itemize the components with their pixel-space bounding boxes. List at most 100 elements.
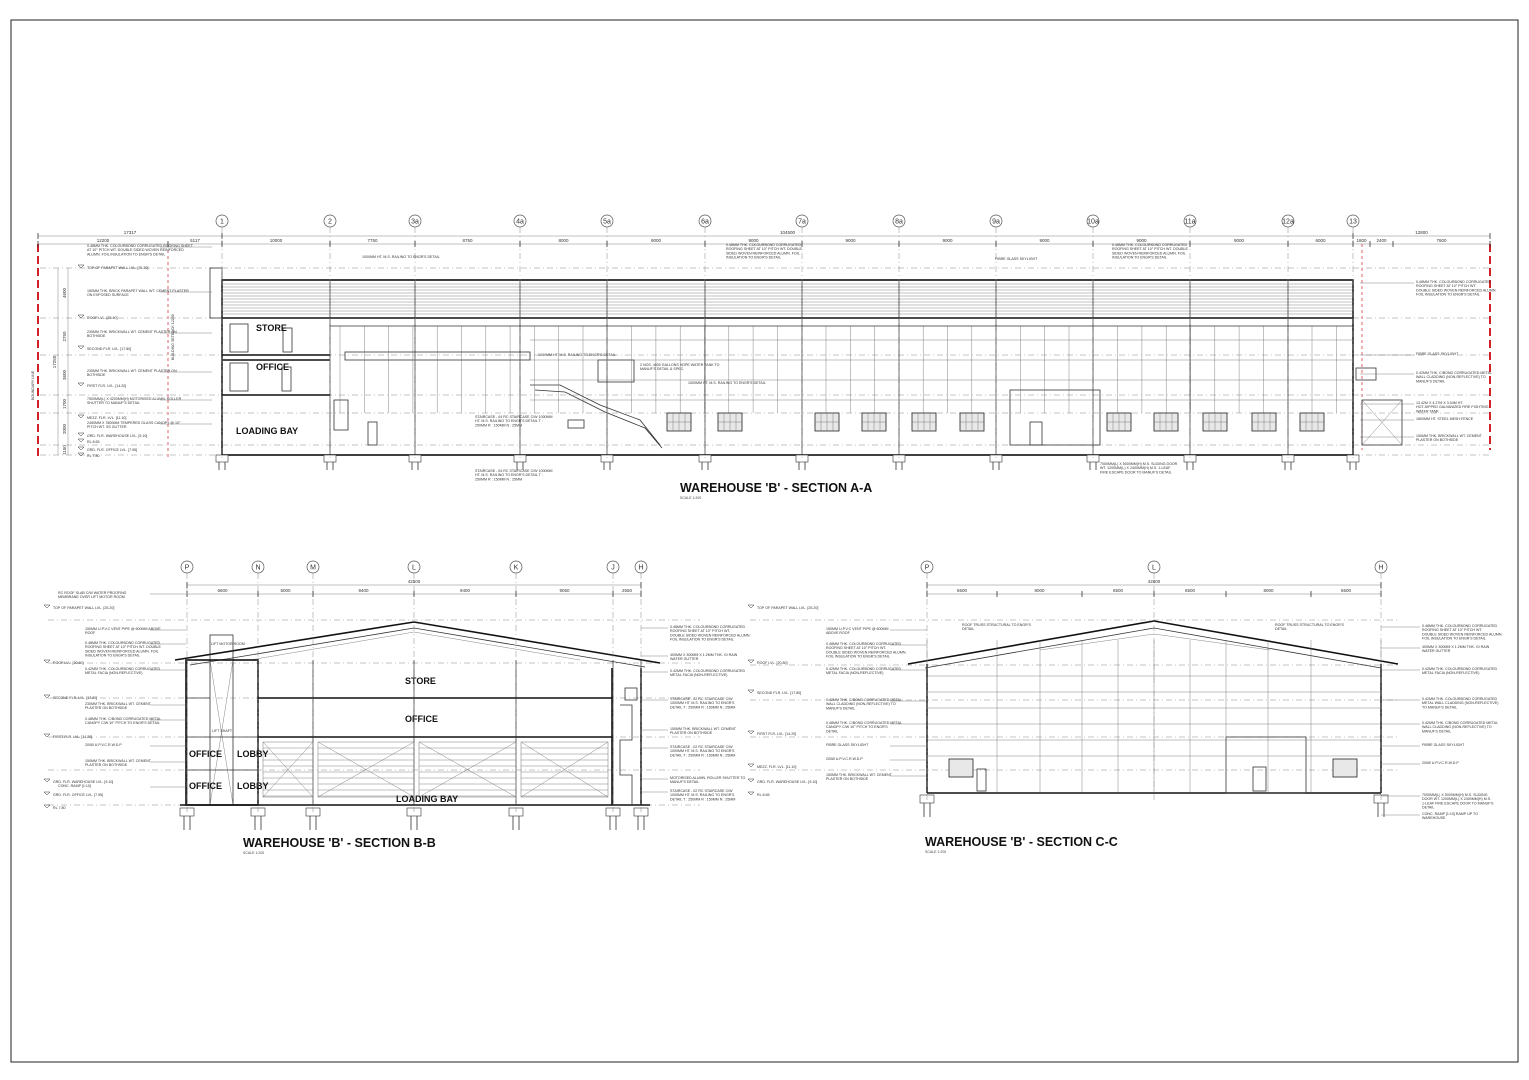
level-label: TOP OF PARAPET WALL LVL. [25.20] <box>87 266 148 270</box>
window-c-left <box>948 758 974 778</box>
dimension-value: 9400 <box>358 588 369 593</box>
grid-label: 6a <box>701 219 709 226</box>
dimension-value: 8750 <box>462 238 473 243</box>
dimension-value: 104500 <box>780 230 796 235</box>
grid-label: H <box>1378 565 1383 572</box>
dimension-value: 6500 <box>957 588 968 593</box>
room-label-store-b: STORE <box>405 676 436 686</box>
level-label: FIRST FLR. LVL. [14.20] <box>53 735 92 739</box>
level-marker <box>77 438 85 443</box>
dimension-value: 1800 <box>1356 238 1367 243</box>
level-label: RL 7.80 <box>87 454 99 458</box>
dimension-value: 42500 <box>408 579 421 584</box>
pile-cap <box>1281 454 1295 463</box>
level-dimension-value: 1150 <box>62 445 67 455</box>
lift-motor-room-label: LIFT MOTOR ROOM <box>211 642 245 646</box>
level-marker <box>43 604 51 609</box>
dimension-value: 7750 <box>367 238 378 243</box>
sheet-border <box>10 19 1519 1063</box>
dimension-value: 8000 <box>1263 588 1274 593</box>
water-tank <box>597 359 635 383</box>
dimension-value: 9400 <box>460 588 471 593</box>
section-a-windows <box>666 412 1325 432</box>
pile-cap <box>513 454 527 463</box>
grid-label: 11a <box>1184 219 1195 226</box>
level-marker <box>77 314 85 319</box>
grid-label: L <box>412 565 416 572</box>
room-label-store: STORE <box>256 323 287 333</box>
level-marker <box>77 264 85 269</box>
pile-cap <box>600 454 614 463</box>
dimension-value: 9000 <box>1136 238 1147 243</box>
level-marker <box>43 659 51 664</box>
annotation-note: 150MM THK. BRICK PARAPET WALL WT. CEMENT… <box>87 289 189 297</box>
pile-cap <box>1086 454 1100 463</box>
grid-label: 8a <box>895 219 903 226</box>
annotation-note: FIBRE GLASS SKYLIGHT <box>1422 743 1465 747</box>
door-loading-bay <box>367 421 378 446</box>
roof-sheet-hatch <box>222 283 1353 315</box>
level-label: ROOF LVL. [20.80] <box>53 661 84 665</box>
annotation-note: 1800MM HT. STEEL MESH FENCE <box>1416 417 1474 421</box>
shutter-cross <box>520 741 609 798</box>
annotation-note: FIBRE GLASS SKYLIGHT <box>1416 352 1459 356</box>
annotation-note: 200Ø U.P.V.C.R.W.D.P <box>85 743 122 747</box>
staircase-04 <box>530 384 661 446</box>
level-label: GRD. FLR. OFFICE LVL. [7.95] <box>87 448 137 452</box>
roller-shutter <box>333 399 349 431</box>
annotation-note: 200Ø U.P.V.C.R.W.D.P <box>1422 761 1459 765</box>
grid-label: 3a <box>411 219 419 226</box>
level-label: MEZZ. FLR. LVL. [11.10] <box>87 416 126 420</box>
dimension-value: 6500 <box>1185 588 1196 593</box>
level-label: RL 7.80 <box>53 806 65 810</box>
dimension-value: 9000 <box>1039 238 1050 243</box>
grid-label: P <box>185 565 190 572</box>
room-label-office-1: OFFICE <box>189 749 222 759</box>
section-a-title: WAREHOUSE 'B' - SECTION A-A <box>680 481 872 495</box>
level-marker <box>43 804 51 809</box>
shutter-cross <box>418 741 517 798</box>
sliding-door <box>1009 389 1101 446</box>
annotation-note: CONC. RAMP [1:10] <box>58 784 91 788</box>
level-marker <box>77 452 85 457</box>
level-label: TOP OF PARAPET WALL LVL. [25.20] <box>53 606 114 610</box>
level-label: FIRST FLR. LVL. [14.20] <box>757 732 796 736</box>
level-lines <box>750 619 1400 771</box>
pile-cap <box>408 454 422 463</box>
dimension-value: 6000 <box>1315 238 1326 243</box>
section-b-b: STORE OFFICE LOADING BAY OFFICE OFFICE L… <box>43 560 750 855</box>
level-label: RL 8.65 <box>87 440 99 444</box>
annotation-note: 200Ø U.P.V.C.R.W.D.P <box>826 757 863 761</box>
section-a-scale: SCALE 1:200 <box>680 496 701 500</box>
annotation-note: 230MM THK. BRICKWALL WT. CEMENT PLASTER … <box>87 330 177 338</box>
window-c-right <box>1332 758 1358 778</box>
pile-cap <box>795 454 809 463</box>
level-marker <box>747 604 755 609</box>
annotation-note: 13.42M X 4.27M X 3.04M HT.HOT-DIPPED GAL… <box>1416 401 1489 413</box>
section-c-levels: TOP OF PARAPET WALL LVL. [25.20]ROOF LVL… <box>747 604 818 797</box>
annotation-note: 7500MM(L) X 4200MM(H) MOTORISED ALUMN. R… <box>87 397 182 405</box>
level-label: MEZZ. FLR. LVL. [11.10] <box>757 765 796 769</box>
dimension-value: 2400 <box>1376 238 1387 243</box>
